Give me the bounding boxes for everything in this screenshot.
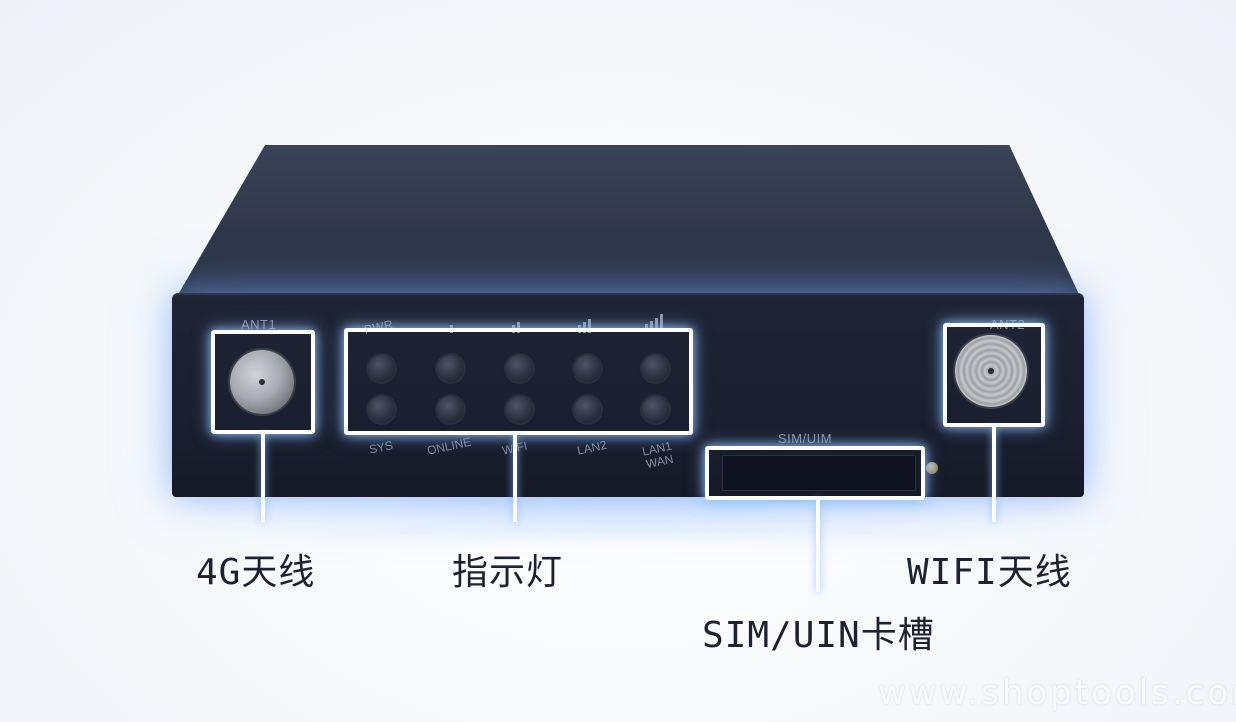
led-lan1-wan <box>642 396 669 423</box>
indicator-leader-line <box>513 435 517 522</box>
callout-wifi-antenna: WIFI天线 <box>907 552 1072 593</box>
ant1-connector <box>230 350 294 414</box>
led-signal-3 <box>574 355 601 382</box>
watermark: www.shoptools.com <box>878 673 1236 713</box>
led-signal-2 <box>506 355 533 382</box>
sim-highlight-frame <box>705 446 925 500</box>
led-pwr <box>368 355 395 382</box>
led-signal-4 <box>642 355 669 382</box>
ant2-connector <box>955 335 1027 407</box>
callout-4g-antenna: 4G天线 <box>196 552 316 593</box>
panel-screw <box>926 462 938 474</box>
callout-sim-slot: SIM/UIN卡槽 <box>702 615 935 656</box>
indicator-highlight-frame <box>344 328 693 435</box>
callout-indicators: 指示灯 <box>452 552 564 593</box>
led-sys <box>368 396 395 423</box>
device-top-face <box>172 145 1084 305</box>
ant2-leader-line <box>992 427 996 522</box>
led-signal-1 <box>437 355 464 382</box>
sim-port-label: SIM/UIM <box>778 431 833 446</box>
sim-slot <box>722 455 916 491</box>
sim-leader-line <box>816 500 820 592</box>
led-lan2 <box>574 396 601 423</box>
led-wifi <box>506 396 533 423</box>
ant1-leader-line <box>261 434 265 522</box>
ant1-highlight-frame <box>211 330 315 434</box>
ant2-highlight-frame <box>943 323 1045 427</box>
led-online <box>437 396 464 423</box>
ant1-label: ANT1 <box>241 317 277 332</box>
